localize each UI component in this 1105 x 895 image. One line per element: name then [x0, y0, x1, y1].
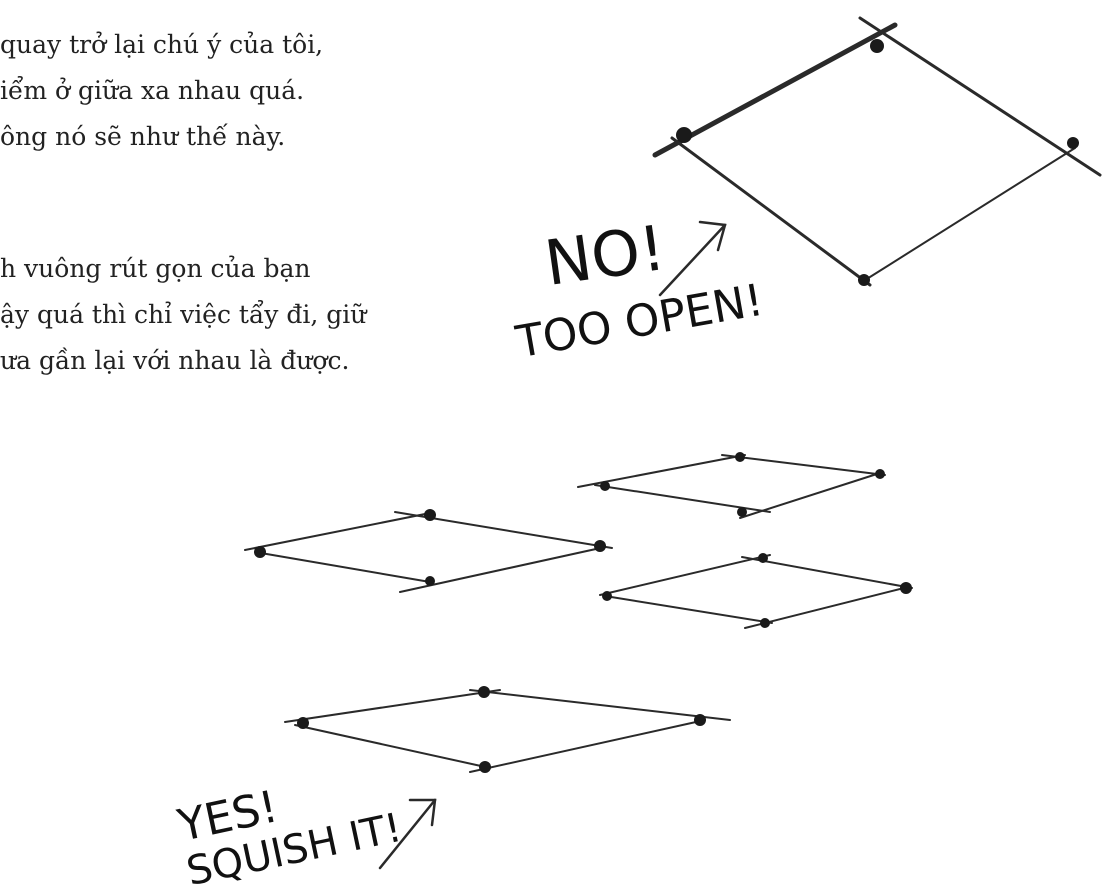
squished-rhombus-1 — [245, 509, 612, 592]
open-rhombus-dot-top — [870, 39, 884, 53]
open-rhombus-dot-right — [1067, 137, 1079, 149]
squished-rhombus-2 — [578, 452, 885, 518]
open-rhombus-right-lower-edge — [862, 148, 1075, 282]
open-rhombus-sketch — [655, 18, 1100, 286]
annotation-no: NO! — [541, 217, 669, 295]
squished-rhombus-4 — [285, 686, 730, 773]
no-arrow-head — [700, 222, 725, 250]
open-rhombus-right-upper-edge — [860, 18, 1100, 175]
open-rhombus-dot-bottom — [858, 274, 870, 286]
open-rhombus-top-edge-dark — [665, 30, 888, 150]
squished-rhombus-3 — [600, 553, 912, 628]
open-rhombus-left-lower-edge — [672, 138, 870, 285]
open-rhombus-dot-left — [676, 127, 692, 143]
